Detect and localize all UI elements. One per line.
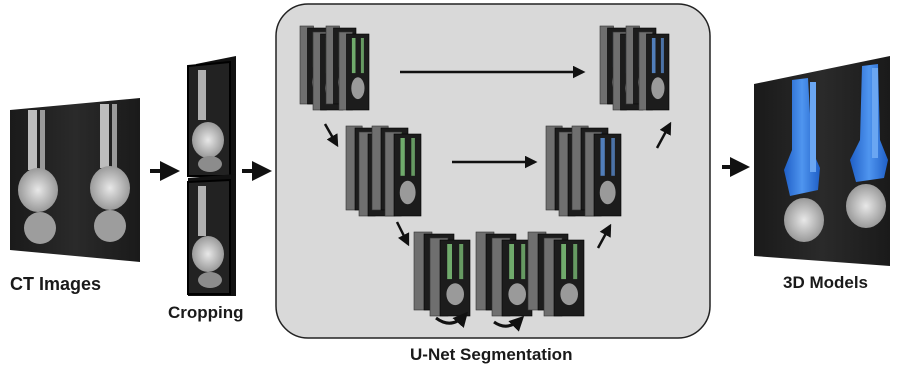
3d-models-label: 3D Models [783, 273, 869, 292]
cropped-image-top [187, 56, 236, 177]
ct-image [10, 98, 140, 262]
decoder-level-1-stack [599, 25, 670, 111]
bottleneck-1-stack [413, 231, 471, 317]
bottleneck-2-stack [475, 231, 533, 317]
feature-map-slice [429, 237, 471, 317]
ct-images-label: CT Images [10, 274, 102, 294]
encoder-level-1-stack [299, 25, 370, 111]
cropped-image-bottom [187, 174, 236, 296]
conv-arrow-1 [435, 311, 468, 328]
up-arrow-2 [655, 121, 672, 149]
bottleneck-3-stack [527, 231, 585, 317]
feature-map-slice [491, 237, 533, 317]
feature-map-slice [384, 131, 422, 217]
feature-map-slice [584, 131, 622, 217]
down-arrow-2 [395, 221, 410, 247]
feature-map-slice [338, 31, 370, 111]
unet-segmentation-label: U-Net Segmentation [410, 345, 573, 364]
decoder-level-2-stack [545, 125, 622, 217]
3d-models-image [754, 56, 890, 266]
cropping-label: Cropping [168, 303, 244, 322]
down-arrow-1 [323, 123, 339, 148]
feature-map-slice [543, 237, 585, 317]
feature-map-slice [638, 31, 670, 111]
encoder-level-2-stack [345, 125, 422, 217]
up-arrow-1 [596, 223, 612, 249]
conv-arrow-2 [493, 315, 525, 332]
